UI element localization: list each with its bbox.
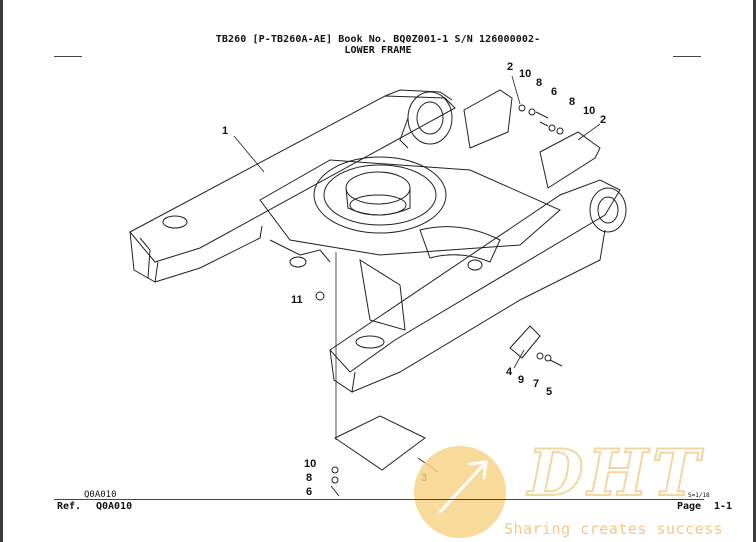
callout-8-top: 8 bbox=[536, 77, 543, 89]
leader-4 bbox=[513, 349, 525, 369]
callout-1: 1 bbox=[222, 125, 229, 137]
cover-plate-right bbox=[539, 131, 601, 189]
center-frame bbox=[259, 159, 561, 256]
footer-page-number: 1-1 bbox=[714, 501, 733, 512]
leader-2b bbox=[577, 123, 601, 141]
header-rule-right bbox=[673, 56, 701, 57]
callout-8-bottom: 8 bbox=[306, 472, 313, 484]
leader-2a bbox=[511, 75, 521, 105]
callout-9: 9 bbox=[518, 374, 525, 386]
callout-4: 4 bbox=[506, 366, 513, 378]
footer-ref-label: Ref. bbox=[57, 501, 82, 512]
callout-6-bottom: 6 bbox=[306, 486, 313, 498]
callout-11: 11 bbox=[291, 294, 303, 306]
callout-7: 7 bbox=[533, 378, 540, 390]
footer-page-label: Page bbox=[677, 501, 702, 512]
catalog-header: TB260 [P-TB260A-AE] Book No. BQ0Z001-1 S… bbox=[215, 34, 541, 45]
callout-8-right: 8 bbox=[569, 96, 576, 108]
callout-5: 5 bbox=[546, 386, 553, 398]
header-rule-left bbox=[54, 56, 82, 57]
footer-rule bbox=[54, 499, 704, 500]
under-cover bbox=[334, 415, 426, 471]
left-border bbox=[0, 0, 3, 542]
right-idler-housing bbox=[589, 187, 627, 233]
footer-ref-code: Q0A010 bbox=[96, 501, 133, 512]
callout-10-top: 10 bbox=[519, 68, 532, 80]
section-title: LOWER FRAME bbox=[344, 45, 412, 56]
leader-1 bbox=[233, 135, 265, 173]
swing-circle bbox=[313, 156, 447, 234]
callout-2-right: 2 bbox=[600, 114, 607, 126]
cover-plate-left bbox=[463, 89, 513, 149]
inspection-plate bbox=[509, 325, 541, 359]
callout-6-top: 6 bbox=[551, 86, 558, 98]
callout-2-top: 2 bbox=[507, 61, 514, 73]
watermark-tagline: Sharing creates success bbox=[504, 520, 724, 538]
footer-sheet-mark: S=1/18 bbox=[688, 492, 710, 499]
right-border bbox=[753, 0, 756, 542]
callout-10-bottom: 10 bbox=[304, 458, 317, 470]
callout-10-right: 10 bbox=[583, 105, 596, 117]
footer-ref-code-small: Q0A010 bbox=[84, 490, 117, 500]
right-track-rail bbox=[329, 179, 621, 373]
